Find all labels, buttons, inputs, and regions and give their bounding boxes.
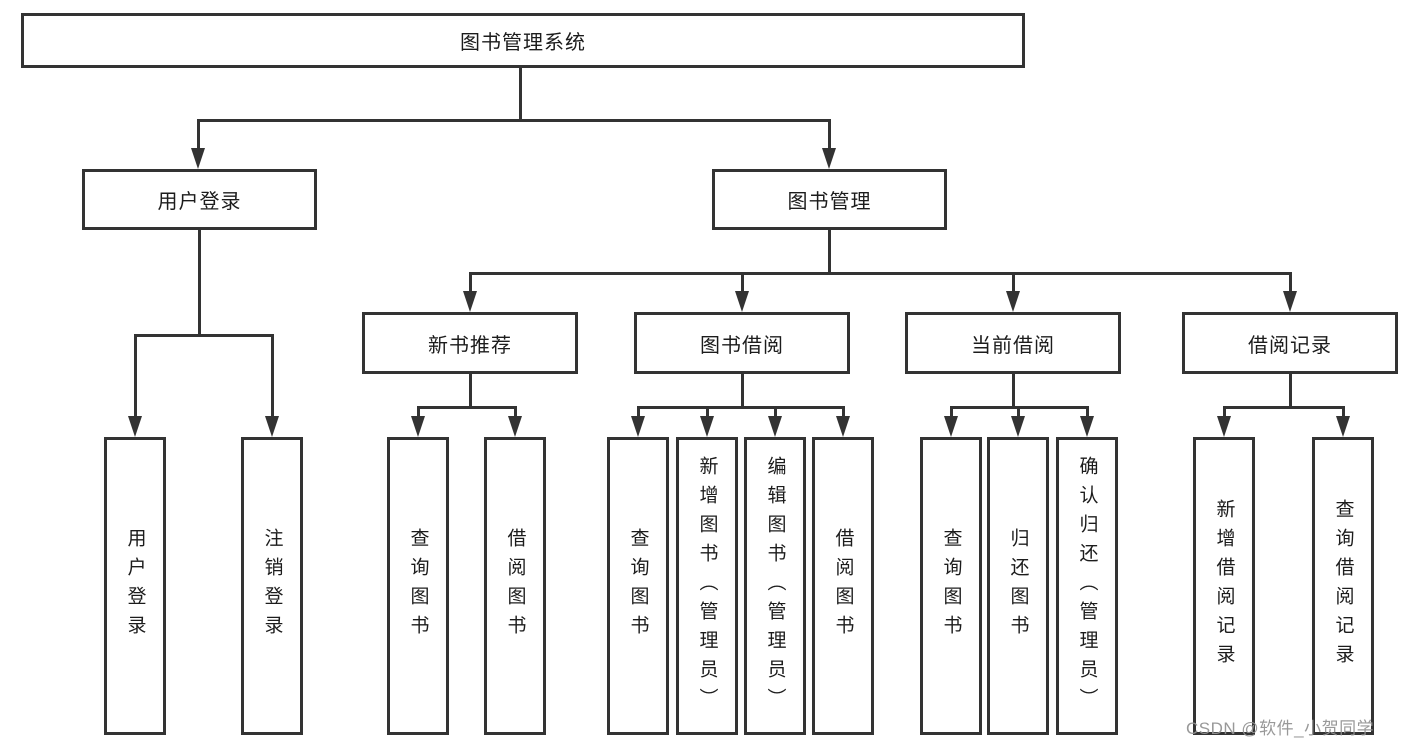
connector-line: [1012, 374, 1015, 407]
arrowhead-icon: [944, 416, 958, 437]
node-book-management-label: 图书管理: [787, 191, 872, 213]
arrowhead-icon: [836, 416, 850, 437]
connector-line: [828, 119, 831, 150]
arrowhead-icon: [768, 416, 782, 437]
node-query-borrow-record: 查询借阅记录: [1312, 437, 1374, 735]
node-logout-user: 注销登录: [241, 437, 303, 735]
node-current-borrow-label: 当前借阅: [971, 334, 1055, 357]
arrowhead-icon: [265, 416, 279, 437]
connector-line: [1342, 406, 1345, 417]
connector-line: [1086, 406, 1089, 417]
connector-line: [519, 68, 522, 120]
connector-line: [741, 374, 744, 407]
arrowhead-icon: [1283, 291, 1297, 312]
node-borrow-books-borrow: 借阅图书: [812, 437, 874, 735]
node-borrow-books-borrow-label: 借阅图书: [832, 528, 854, 644]
connector-line: [417, 406, 420, 417]
connector-line: [271, 334, 274, 417]
connector-line: [706, 406, 709, 417]
arrowhead-icon: [1006, 291, 1020, 312]
node-login-user-label: 用户登录: [124, 528, 146, 644]
arrowhead-icon: [1217, 416, 1231, 437]
csdn-watermark: CSDN @软件_小贺同学: [1186, 719, 1375, 738]
node-add-borrow-record-label: 新增借阅记录: [1213, 499, 1235, 673]
arrowhead-icon: [508, 416, 522, 437]
node-add-books-admin: 新增图书（管理员）: [676, 437, 738, 735]
arrowhead-icon: [1011, 416, 1025, 437]
node-confirm-return-admin-label: 确认归还（管理员）: [1076, 455, 1098, 717]
connector-line: [637, 406, 640, 417]
node-logout-user-label: 注销登录: [261, 528, 283, 644]
arrowhead-icon: [735, 291, 749, 312]
node-return-books: 归还图书: [987, 437, 1049, 735]
connector-line: [1012, 272, 1015, 293]
node-query-books-current-label: 查询图书: [940, 528, 962, 644]
node-book-borrow-label: 图书借阅: [700, 334, 784, 357]
arrowhead-icon: [1336, 416, 1350, 437]
arrowhead-icon: [463, 291, 477, 312]
arrowhead-icon: [1080, 416, 1094, 437]
arrowhead-icon: [700, 416, 714, 437]
node-query-books-newbook-label: 查询图书: [407, 528, 429, 644]
node-return-books-label: 归还图书: [1007, 528, 1029, 644]
arrowhead-icon: [411, 416, 425, 437]
connector-line: [1289, 374, 1292, 407]
arrowhead-icon: [631, 416, 645, 437]
connector-line: [469, 272, 1292, 275]
connector-line: [198, 230, 201, 336]
node-borrow-books-newbook: 借阅图书: [484, 437, 546, 735]
connector-line: [950, 406, 953, 417]
node-query-books-current: 查询图书: [920, 437, 982, 735]
node-add-books-admin-label: 新增图书（管理员）: [696, 455, 718, 717]
connector-line: [1223, 406, 1344, 409]
node-query-borrow-record-label: 查询借阅记录: [1332, 499, 1354, 673]
node-new-book-recommend: 新书推荐: [362, 312, 578, 374]
node-login-user: 用户登录: [104, 437, 166, 735]
node-query-books-borrow-label: 查询图书: [627, 528, 649, 644]
node-book-borrow: 图书借阅: [634, 312, 850, 374]
connector-line: [469, 272, 472, 293]
node-root-label: 图书管理系统: [460, 32, 586, 54]
connector-line: [1223, 406, 1226, 417]
node-borrow-records: 借阅记录: [1182, 312, 1398, 374]
connector-line: [197, 119, 200, 150]
node-user-login: 用户登录: [82, 169, 317, 230]
connector-line: [469, 374, 472, 407]
connector-line: [1289, 272, 1292, 293]
node-borrow-books-newbook-label: 借阅图书: [504, 528, 526, 644]
connector-line: [514, 406, 517, 417]
connector-line: [842, 406, 845, 417]
node-query-books-borrow: 查询图书: [607, 437, 669, 735]
arrowhead-icon: [128, 416, 142, 437]
node-book-management: 图书管理: [712, 169, 947, 230]
node-edit-books-admin: 编辑图书（管理员）: [744, 437, 806, 735]
connector-line: [417, 406, 517, 409]
node-query-books-newbook: 查询图书: [387, 437, 449, 735]
node-current-borrow: 当前借阅: [905, 312, 1121, 374]
connector-line: [134, 334, 137, 417]
node-confirm-return-admin: 确认归还（管理员）: [1056, 437, 1118, 735]
node-edit-books-admin-label: 编辑图书（管理员）: [764, 455, 786, 717]
node-add-borrow-record: 新增借阅记录: [1193, 437, 1255, 735]
connector-line: [197, 119, 831, 122]
arrowhead-icon: [191, 148, 205, 169]
connector-line: [637, 406, 845, 409]
connector-line: [1017, 406, 1020, 417]
connector-line: [134, 334, 274, 337]
node-user-login-label: 用户登录: [157, 191, 242, 213]
connector-line: [741, 272, 744, 293]
connector-line: [774, 406, 777, 417]
node-root: 图书管理系统: [21, 13, 1025, 68]
node-borrow-records-label: 借阅记录: [1248, 334, 1332, 357]
node-new-book-recommend-label: 新书推荐: [428, 334, 512, 357]
arrowhead-icon: [822, 148, 836, 169]
connector-line: [828, 230, 831, 274]
